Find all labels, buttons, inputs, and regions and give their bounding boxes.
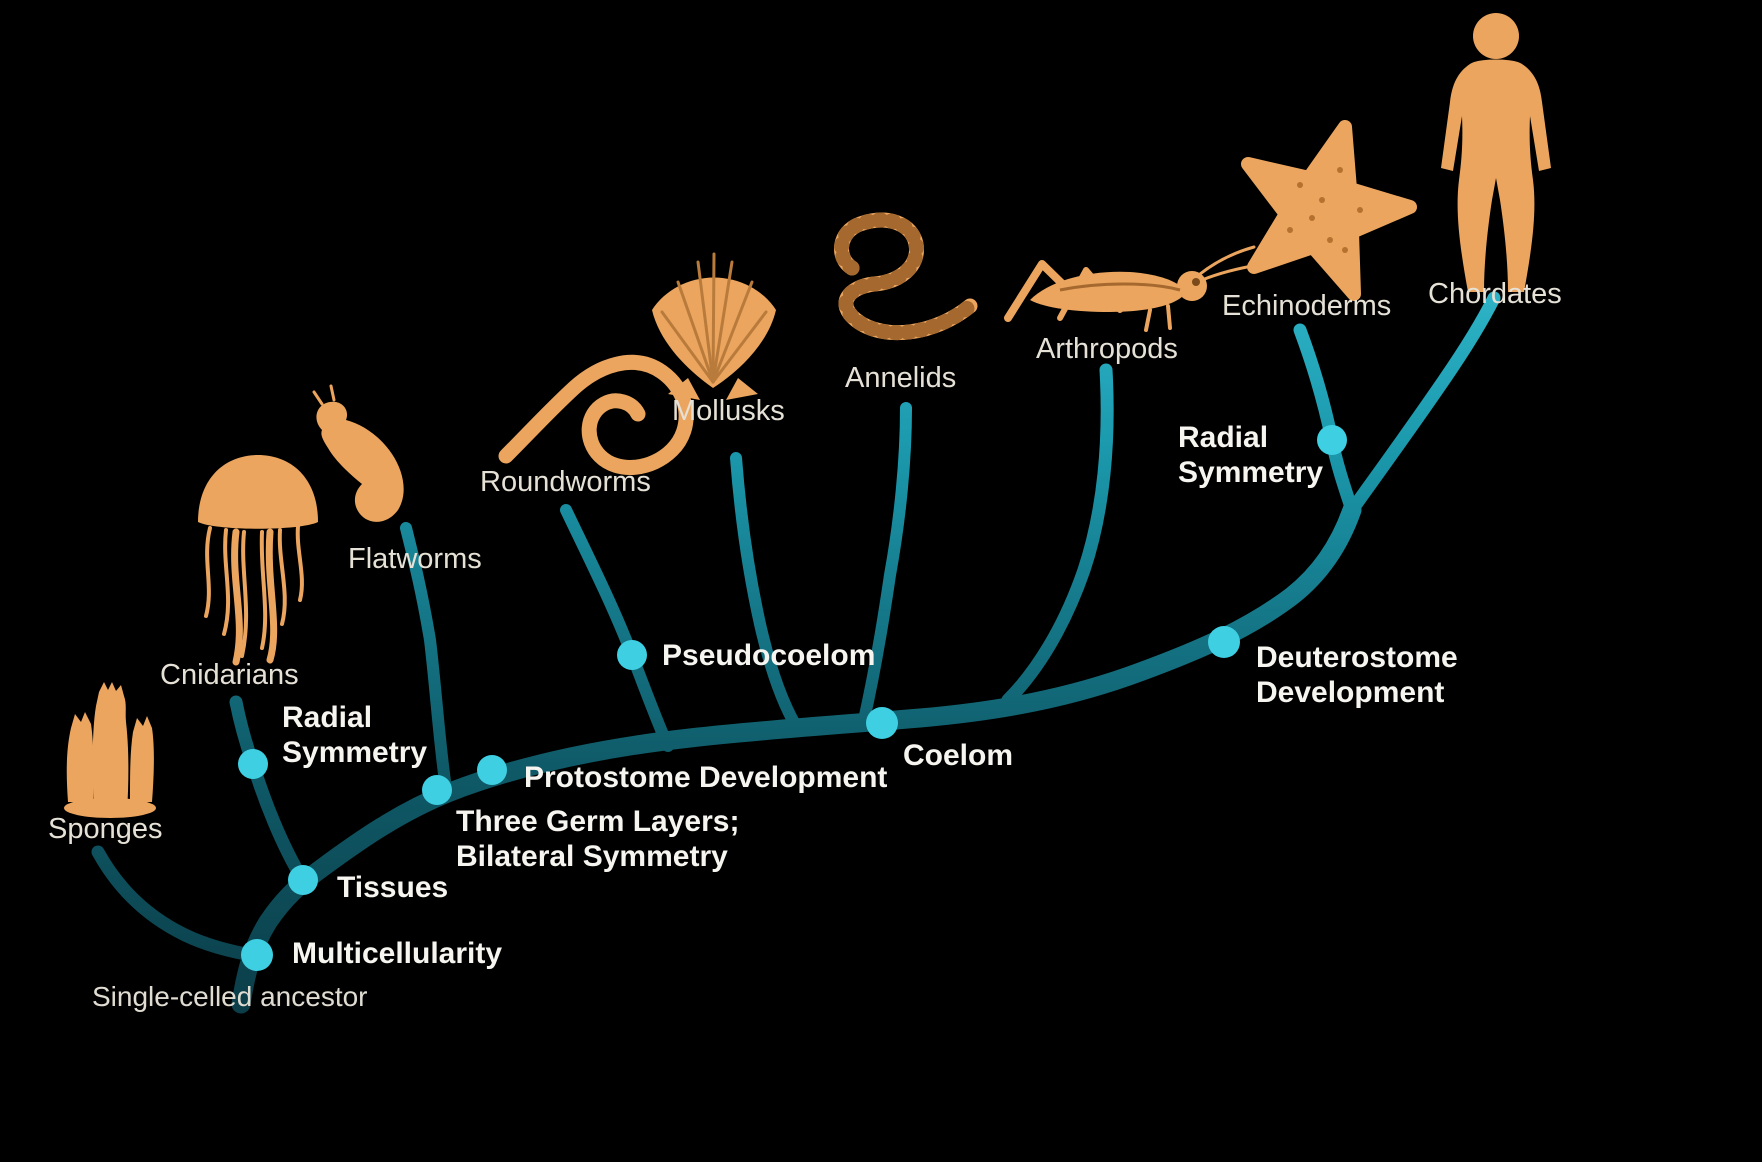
taxon-label-chordates: Chordates (1428, 278, 1562, 310)
annelid-worm-icon (834, 212, 978, 341)
chordate-human-icon (1441, 13, 1551, 292)
echinoderm-starfish-icon (1241, 120, 1417, 301)
trait-label-coelom: Coelom (903, 739, 1014, 772)
trait-label-deuterostome-development: Deuterostome Development (1256, 641, 1458, 710)
taxon-label-echinoderms: Echinoderms (1222, 290, 1392, 322)
trait-label-radial-symmetry-cnidarian: Radial Symmetry (282, 701, 428, 770)
mollusk-shell-icon (652, 252, 776, 400)
trait-node-radial-symmetry-cnidarian (238, 749, 268, 779)
trait-node-coelom (866, 707, 898, 739)
trait-label-radial-symmetry-echinoderm: Radial Symmetry (1178, 421, 1324, 490)
trait-node-deuterostome-development (1208, 626, 1240, 658)
taxon-label-flatworms: Flatworms (348, 543, 482, 575)
trait-node-protostome-development (477, 755, 507, 785)
branch-sponges (91, 845, 264, 963)
branch-annelids (858, 402, 912, 726)
trait-node-pseudocoelom (617, 640, 647, 670)
taxon-label-sponges: Sponges (48, 813, 163, 845)
trait-label-pseudocoelom: Pseudocoelom (662, 639, 876, 672)
trait-node-three-germ-layers (422, 775, 452, 805)
branch-flatworms (400, 522, 452, 794)
taxon-label-roundworms: Roundworms (480, 466, 651, 498)
cnidarian-jellyfish-icon (198, 455, 318, 666)
trait-label-three-germ-layers: Three Germ Layers; Bilateral Symmetry (456, 805, 740, 874)
trait-label-tissues: Tissues (337, 871, 449, 904)
taxon-label-annelids: Annelids (845, 362, 957, 394)
arthropod-grasshopper-icon (1004, 245, 1260, 332)
root-ancestor-label: Single-celled ancestor (92, 981, 368, 1012)
trait-node-radial-symmetry-echinoderm (1317, 425, 1347, 455)
taxon-label-arthropods: Arthropods (1036, 333, 1178, 365)
trait-node-tissues (288, 865, 318, 895)
taxon-label-cnidarians: Cnidarians (160, 659, 299, 691)
branch-roundworms (560, 504, 674, 752)
branch-arthropods (1001, 363, 1114, 707)
branch-chordates (1345, 291, 1501, 517)
taxon-label-mollusks: Mollusks (672, 395, 785, 427)
trait-node-multicellularity (241, 939, 273, 971)
trait-label-multicellularity: Multicellularity (292, 937, 503, 970)
flatworm-icon (312, 384, 404, 522)
roundworm-icon (498, 354, 694, 475)
sponges-icon (64, 682, 156, 818)
trait-label-protostome-development: Protostome Development (524, 761, 888, 794)
branch-mollusks (730, 452, 802, 732)
